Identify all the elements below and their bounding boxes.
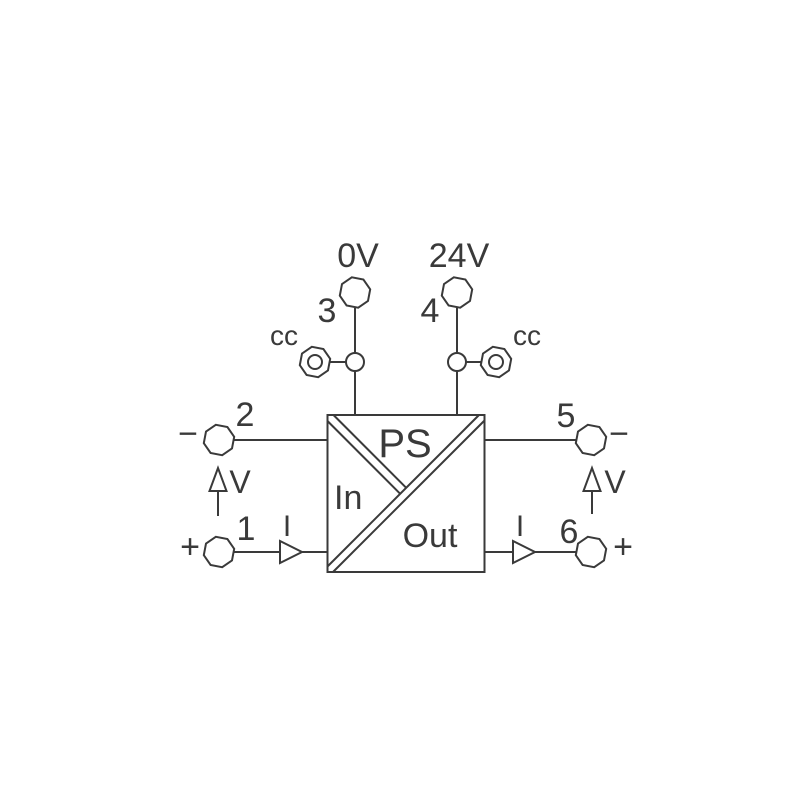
arrow-head-up-icon — [582, 465, 602, 492]
label-terminal-4: 4 — [421, 292, 440, 330]
terminal-1 — [202, 535, 236, 569]
label-out-section: Out — [403, 517, 458, 555]
terminal-2 — [202, 423, 236, 457]
junction-dot-right — [447, 352, 467, 372]
terminal-3 — [338, 276, 372, 309]
test-point-inner-icon — [307, 354, 323, 370]
label-input-current: I — [283, 510, 291, 543]
power-section-divider — [326, 414, 407, 495]
current-direction-triangle-output — [512, 539, 538, 565]
label-terminal-3: 3 — [318, 292, 337, 330]
label-terminal-6: 6 — [560, 513, 579, 551]
label-output-plus: + — [613, 528, 633, 566]
terminal-5 — [574, 423, 608, 457]
current-direction-triangle-input — [279, 539, 305, 565]
test-point-left — [298, 345, 332, 379]
label-terminal-1: 1 — [237, 510, 256, 548]
voltage-arrow-output — [582, 465, 602, 514]
label-cc-left: cc — [270, 320, 298, 351]
label-input-voltage: V — [229, 464, 251, 500]
terminal-6 — [574, 535, 608, 569]
device-block-outline — [326, 414, 486, 573]
test-point-inner-icon — [488, 354, 504, 370]
label-input-plus: + — [180, 528, 200, 566]
label-cc-right: cc — [513, 320, 541, 351]
voltage-arrow-input — [208, 465, 228, 516]
label-output-current: I — [516, 510, 524, 543]
isolation-barrier-diagonal — [326, 414, 486, 573]
label-0v: 0V — [337, 237, 379, 275]
junction-dot-left — [345, 352, 365, 372]
label-input-minus: − — [178, 415, 198, 453]
terminal-4 — [440, 276, 474, 309]
label-output-voltage: V — [604, 464, 626, 500]
label-terminal-2: 2 — [236, 396, 255, 434]
arrow-head-up-icon — [208, 465, 228, 492]
label-terminal-5: 5 — [557, 397, 576, 435]
label-in-section: In — [334, 479, 362, 517]
label-output-minus: − — [609, 415, 629, 453]
label-ps-section: PS — [378, 422, 431, 466]
label-24v: 24V — [429, 237, 490, 275]
test-point-right — [479, 345, 513, 379]
